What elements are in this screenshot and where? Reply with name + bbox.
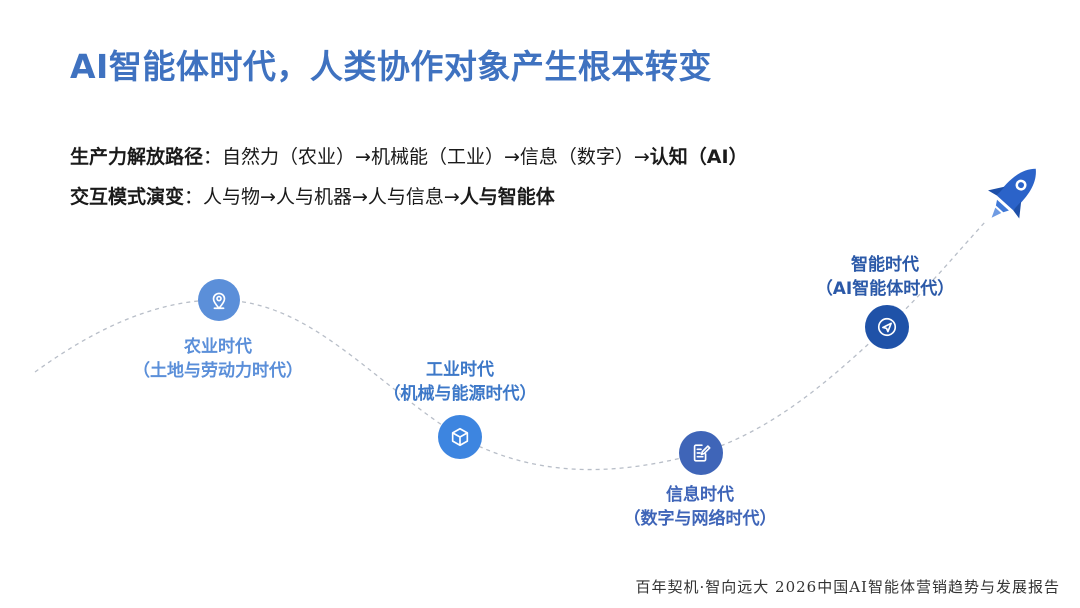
interaction-mode-highlight: 人与智能体 bbox=[459, 186, 555, 208]
agriculture-era-label: 农业时代 （土地与劳动力时代） bbox=[118, 335, 318, 383]
footer-text: 百年契机·智向远大 2026中国AI智能体营销趋势与发展报告 bbox=[635, 578, 1060, 596]
productivity-path-highlight: 认知（AI） bbox=[649, 146, 748, 168]
agriculture-era-node bbox=[198, 279, 240, 321]
productivity-path-text: 自然力（农业）→机械能（工业）→信息（数字）→ bbox=[222, 146, 650, 168]
paper-plane-icon bbox=[876, 316, 898, 338]
intelligence-era-label: 智能时代 （AI智能体时代） bbox=[800, 253, 970, 301]
location-pin-icon bbox=[208, 289, 230, 311]
interaction-mode-text: 人与物→人与机器→人与信息→ bbox=[203, 186, 460, 208]
industrial-era-name: 工业时代 bbox=[426, 360, 494, 380]
intelligence-era-node bbox=[865, 305, 909, 349]
information-era-node bbox=[679, 431, 723, 475]
productivity-path-line: 生产力解放路径：自然力（农业）→机械能（工业）→信息（数字）→认知（AI） bbox=[70, 142, 748, 169]
cube-icon bbox=[449, 426, 471, 448]
industrial-era-label: 工业时代 （机械与能源时代） bbox=[370, 358, 550, 406]
rocket-icon bbox=[980, 156, 1046, 236]
interaction-mode-colon: ： bbox=[184, 186, 204, 208]
agriculture-era-desc: （土地与劳动力时代） bbox=[133, 361, 303, 381]
agriculture-era-name: 农业时代 bbox=[184, 337, 252, 357]
intelligence-era-desc: （AI智能体时代） bbox=[815, 279, 955, 299]
industrial-era-desc: （机械与能源时代） bbox=[383, 384, 537, 404]
page-title: AI智能体时代，人类协作对象产生根本转变 bbox=[70, 47, 712, 86]
intelligence-era-name: 智能时代 bbox=[851, 255, 919, 275]
productivity-path-colon: ： bbox=[203, 146, 223, 168]
interaction-mode-line: 交互模式演变：人与物→人与机器→人与信息→人与智能体 bbox=[70, 182, 555, 209]
information-era-desc: （数字与网络时代） bbox=[623, 509, 777, 529]
productivity-path-label: 生产力解放路径 bbox=[70, 146, 204, 168]
information-era-label: 信息时代 （数字与网络时代） bbox=[610, 483, 790, 531]
industrial-era-node bbox=[438, 415, 482, 459]
information-era-name: 信息时代 bbox=[666, 485, 734, 505]
interaction-mode-label: 交互模式演变 bbox=[70, 186, 185, 208]
document-edit-icon bbox=[690, 442, 712, 464]
